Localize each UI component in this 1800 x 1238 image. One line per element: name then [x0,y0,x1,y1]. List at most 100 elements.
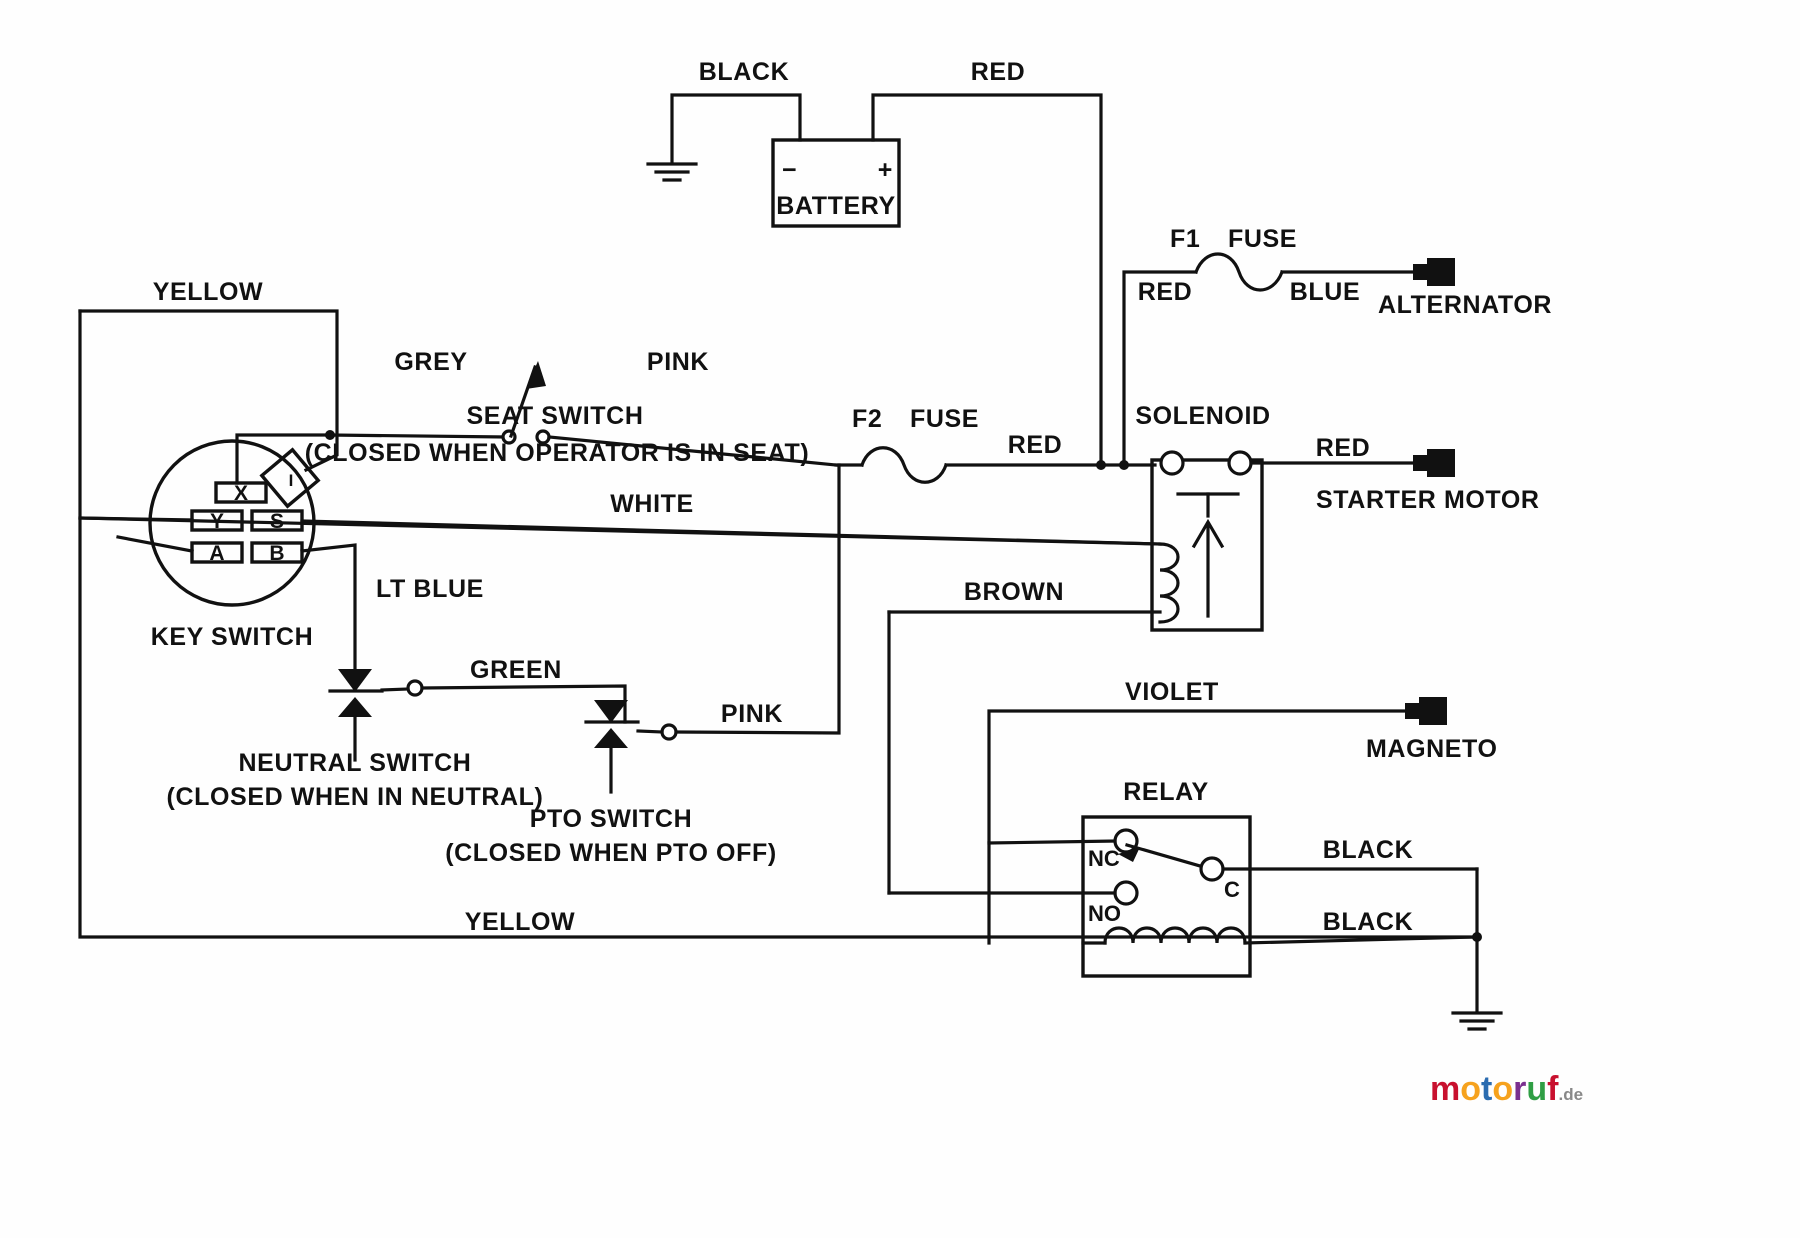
starter-connector [1413,449,1455,477]
watermark-letter-o2: o [1492,1070,1513,1108]
solenoid-plunger-arrow [1191,518,1225,549]
key-switch-label: KEY SWITCH [151,623,314,651]
battery-positive-terminal-label: + [878,156,893,184]
key-switch-body[interactable] [148,439,316,607]
neutral-switch-lower-arrow [338,697,372,717]
fuse-f1-designator: F1 [1170,225,1200,253]
key-switch-y-lead [78,516,194,522]
neutral-switch-upper-arrow [338,669,372,692]
key-switch-terminal-y-label: Y [210,510,224,533]
seat-switch-arrowhead [526,361,546,389]
solenoid-coil [1158,542,1180,624]
seat-switch-group[interactable]: GREY PINK SEAT SWITCH (CLOSED WHEN OPERA… [305,348,838,467]
lt-blue-label: LT BLUE [376,575,484,603]
neutral-switch-group[interactable]: GREEN NEUTRAL SWITCH (CLOSED WHEN IN NEU… [167,656,627,811]
pto-switch-group[interactable]: PINK PTO SWITCH (CLOSED WHEN PTO OFF) [445,463,841,867]
red-battery-wire [871,93,1103,467]
pink-pto-label: PINK [721,700,783,728]
solenoid-label: SOLENOID [1135,402,1270,430]
black-wire-label: BLACK [699,58,790,86]
fuse-f2-label: FUSE [910,405,979,433]
pink-seat-label: PINK [647,348,709,376]
watermark-letter-f: f [1547,1070,1559,1108]
key-switch-b-lead-lt-blue [300,543,357,678]
pto-switch-label: PTO SWITCH [530,805,692,833]
yellow-bottom-wire [78,309,1479,939]
seat-switch-label: SEAT SWITCH [467,402,644,430]
neutral-switch-label: NEUTRAL SWITCH [239,749,472,777]
white-wire-label: WHITE [610,490,694,518]
watermark-letter-u: u [1526,1070,1547,1108]
battery-body [771,138,901,228]
relay-terminal-nc-label: NC [1088,846,1120,871]
green-wire [420,684,627,724]
violet-wire-label: VIOLET [1125,678,1219,706]
relay-contact-arm[interactable] [1125,843,1209,870]
motoruf-watermark: motoruf.de [1430,1070,1583,1108]
pto-switch-note: (CLOSED WHEN PTO OFF) [445,839,777,867]
solenoid-terminal-out [1227,450,1253,476]
pto-switch-contact[interactable] [660,723,678,741]
key-switch-s-lead [300,519,1162,546]
yellow-top-label: YELLOW [153,278,264,306]
starter-motor-label: STARTER MOTOR [1316,486,1540,514]
alternator-label: ALTERNATOR [1378,291,1552,319]
magneto-group: VIOLET MAGNETO [987,678,1498,945]
yellow-bottom-label: YELLOW [465,908,576,936]
key-switch-group[interactable]: KEY SWITCH X Y S A B I YELLOW WHITE [78,278,1162,678]
fuse-f2-designator: F2 [852,405,882,433]
relay-terminal-c-label: C [1224,877,1240,902]
pink-pto-wire [674,463,841,735]
blue-alternator-label: BLUE [1290,278,1360,306]
solenoid-terminal-in [1159,450,1185,476]
watermark-letter-t: t [1481,1070,1492,1108]
yellow-bottom-group: YELLOW [78,309,1479,939]
alternator-connector [1413,258,1455,286]
black-relay-c-label: BLACK [1323,836,1414,864]
red-f1-label: RED [1138,278,1193,306]
fuse-f2-group: F2 FUSE RED [834,405,1157,484]
key-switch-x-lead [235,433,332,485]
battery-negative-terminal-label: − [782,156,797,184]
relay-body[interactable] [1081,815,1252,978]
relay-terminal-c[interactable] [1199,856,1225,882]
key-switch-terminal-x[interactable] [214,481,268,504]
grey-wire [328,433,507,439]
brown-wire-label: BROWN [964,578,1064,606]
fuse-f1-symbol [1193,252,1285,292]
pto-switch-lower-arrow [594,728,628,748]
red-f2-label: RED [1008,431,1063,459]
red-starter-label: RED [1316,434,1371,462]
key-switch-indicator-diamond [259,447,321,509]
watermark-suffix: .de [1558,1085,1583,1104]
watermark-letter-o1: o [1460,1070,1481,1108]
key-switch-terminal-a-label: A [209,542,224,565]
neutral-switch-contact[interactable] [406,679,424,697]
red-battery-wire-label: RED [971,58,1026,86]
fuse-f2-symbol [859,446,949,484]
relay-group[interactable]: RELAY NC C BLACK NO BLACK [887,778,1503,1031]
neutral-switch-note: (CLOSED WHEN IN NEUTRAL) [167,783,544,811]
relay-coil [1103,926,1247,945]
black-relay-coil-label: BLACK [1323,908,1414,936]
battery-group: BATTERY − + BLACK RED [646,58,1103,467]
violet-wire-to-nc [987,839,1117,845]
key-switch-indicator: I [259,447,321,509]
junction-dot-red-f1 [1119,460,1129,470]
green-wire-label: GREEN [470,656,562,684]
magneto-label: MAGNETO [1366,735,1498,763]
pto-switch-lead [636,729,664,734]
watermark-letters: motoruf.de [1430,1070,1583,1108]
key-switch-terminal-x-label: X [234,482,248,505]
key-switch-indicator-label: I [289,471,294,490]
violet-wire [987,709,1415,945]
neutral-switch-lead [380,687,410,692]
watermark-letter-r: r [1513,1070,1526,1108]
relay-contact-arrowhead [1118,847,1140,862]
key-switch-terminal-b-label: B [269,542,284,565]
black-wire-from-coil [1243,935,1479,945]
key-switch-terminal-s-label: S [270,510,284,533]
magneto-connector [1405,697,1447,725]
